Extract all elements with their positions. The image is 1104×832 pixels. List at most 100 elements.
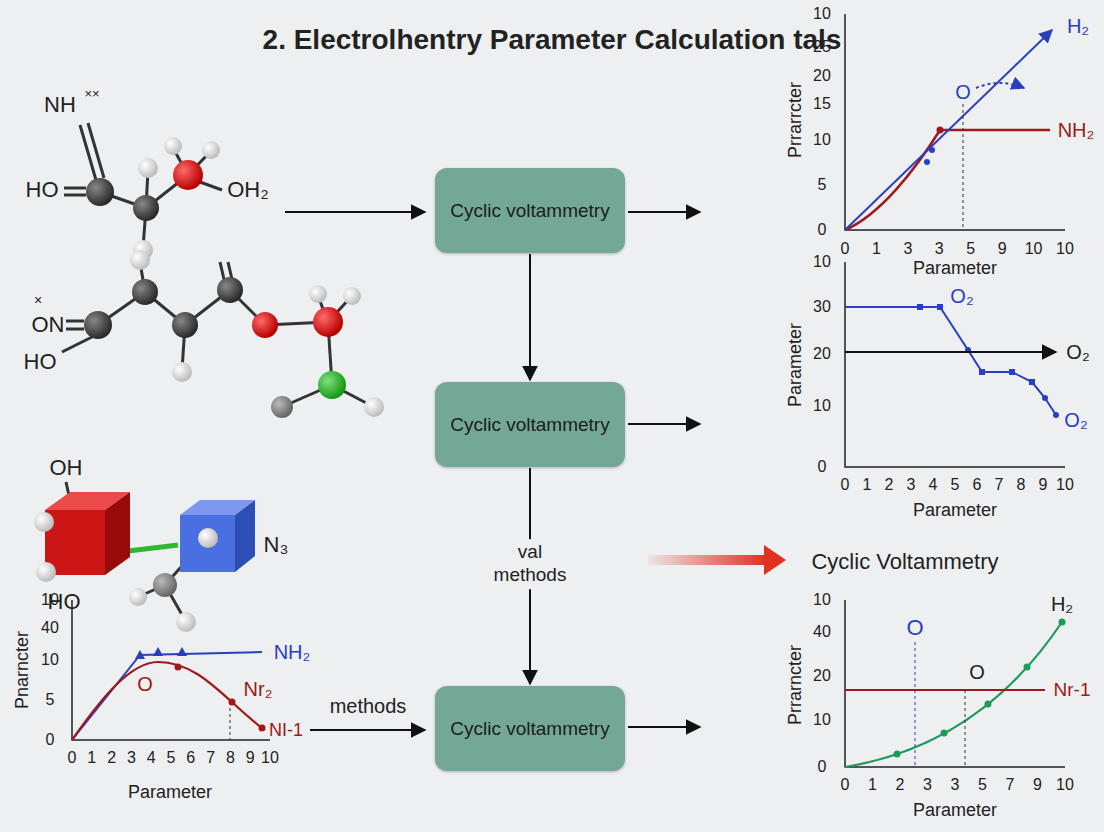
- chart-label: H₂: [1051, 593, 1073, 616]
- chart-label: ××: [84, 87, 99, 102]
- chart-label: 4: [147, 749, 156, 767]
- red-arrow: [648, 545, 786, 575]
- chart-label: 40: [41, 619, 59, 637]
- chart-label: 0: [46, 731, 55, 749]
- flow-arrow: [310, 212, 700, 730]
- chart-label: NH: [44, 92, 76, 117]
- chart-label: 3: [907, 476, 916, 494]
- axis-label: Prrarncter: [785, 645, 806, 725]
- chart-label: 3: [903, 240, 912, 258]
- chart-label: 0: [818, 458, 827, 476]
- chart-label: O: [969, 661, 985, 684]
- chart-label: 10: [1056, 776, 1074, 794]
- chart-label: 10: [813, 711, 831, 729]
- chart-label: O₂: [950, 285, 973, 308]
- chart-label: 0: [818, 758, 827, 776]
- chart-label: O: [955, 81, 971, 104]
- chart-label: 7: [1006, 776, 1015, 794]
- chart-label: 9: [998, 240, 1007, 258]
- chart-label: 0: [841, 240, 850, 258]
- chart-label: 2: [896, 776, 905, 794]
- chart-label: O: [137, 673, 153, 696]
- axis-label: Pnarncter: [12, 631, 33, 709]
- chart-label: 0: [841, 476, 850, 494]
- chart-label: 3: [935, 240, 944, 258]
- box-label: Cyclic voltammetry: [450, 200, 609, 222]
- chart-label: NH₂: [1058, 119, 1095, 142]
- chart-label: 9: [1033, 776, 1042, 794]
- chart-label: 3: [951, 776, 960, 794]
- chart-label: ×: [34, 292, 42, 308]
- chart-label: 5: [978, 776, 987, 794]
- chart-label: 9: [246, 749, 255, 767]
- chart-label: O₂: [1064, 409, 1087, 432]
- chart-label: 3: [923, 776, 932, 794]
- chart: [845, 262, 1065, 467]
- chart-label: 3: [127, 749, 136, 767]
- chart-label: NI-1: [269, 720, 303, 741]
- molecule: [34, 482, 255, 632]
- chart-label: HO: [24, 349, 57, 374]
- chart-label: N₃: [264, 532, 289, 557]
- chart-label: Parameter: [128, 782, 212, 803]
- chart-label: 20: [813, 67, 831, 85]
- chart-label: 10: [813, 397, 831, 415]
- chart-label: 20: [813, 667, 831, 685]
- chart-label: O₂: [1066, 341, 1089, 364]
- process-box: Cyclic voltammetry: [435, 382, 625, 467]
- chart-label: 10: [41, 591, 59, 609]
- chart-label: 2: [885, 476, 894, 494]
- chart-label: 8: [226, 749, 235, 767]
- chart-label: Nr₂: [244, 678, 273, 701]
- chart-label: 10: [813, 253, 831, 271]
- chart-label: 10: [261, 749, 279, 767]
- chart-label: 7: [995, 476, 1004, 494]
- chart: [845, 14, 1065, 230]
- chart-label: 1: [872, 240, 881, 258]
- chart-label: 2: [107, 749, 116, 767]
- axis-label: Parameter: [785, 323, 806, 407]
- process-box: Cyclic voltammetry: [435, 168, 625, 253]
- chart-label: 20: [813, 345, 831, 363]
- chart-label: 10: [813, 131, 831, 149]
- chart-label: OH: [50, 455, 83, 480]
- chart-label: Nr-1: [1054, 679, 1091, 701]
- chart-label: H₂: [1067, 15, 1089, 38]
- edge-label: val methods: [482, 539, 578, 589]
- chart-label: 10: [1056, 476, 1074, 494]
- molecule: [62, 262, 372, 406]
- molecule: [64, 123, 222, 248]
- chart-label: NH₂: [274, 641, 311, 664]
- chart-label: 0: [841, 776, 850, 794]
- chart-label: Cyclic Voltammetry: [811, 549, 998, 574]
- connector: [529, 254, 531, 380]
- chart-label: 1: [868, 776, 877, 794]
- chart-label: 5: [46, 691, 55, 709]
- box-label: Cyclic voltammetry: [450, 718, 609, 740]
- chart-label: 10: [1056, 240, 1074, 258]
- chart-label: Parameter: [913, 800, 997, 821]
- chart-label: O: [906, 615, 923, 640]
- chart-label: 4: [929, 476, 938, 494]
- flow-arrow: [285, 211, 425, 213]
- axis-label: Prrarrcter: [785, 82, 806, 158]
- chart-label: 0: [818, 221, 827, 239]
- chart-label: 5: [818, 176, 827, 194]
- chart-label: Parameter: [913, 500, 997, 521]
- chart-label: 40: [813, 623, 831, 641]
- chart-label: 5: [966, 240, 975, 258]
- chart-label: 9: [1039, 476, 1048, 494]
- chart-label: OH₂: [227, 177, 269, 202]
- chart: [72, 600, 270, 740]
- chart-label: 30: [813, 298, 831, 316]
- chart-label: 8: [1017, 476, 1026, 494]
- chart-label: Parameter: [913, 258, 997, 279]
- chart-label: 10: [813, 591, 831, 609]
- chart-label: 5: [951, 476, 960, 494]
- process-box: Cyclic voltammetry: [435, 686, 625, 771]
- chart-label: 10: [1025, 240, 1043, 258]
- chart-label: 1: [87, 749, 96, 767]
- chart-label: 1: [863, 476, 872, 494]
- chart-label: 5: [167, 749, 176, 767]
- chart: [845, 600, 1066, 767]
